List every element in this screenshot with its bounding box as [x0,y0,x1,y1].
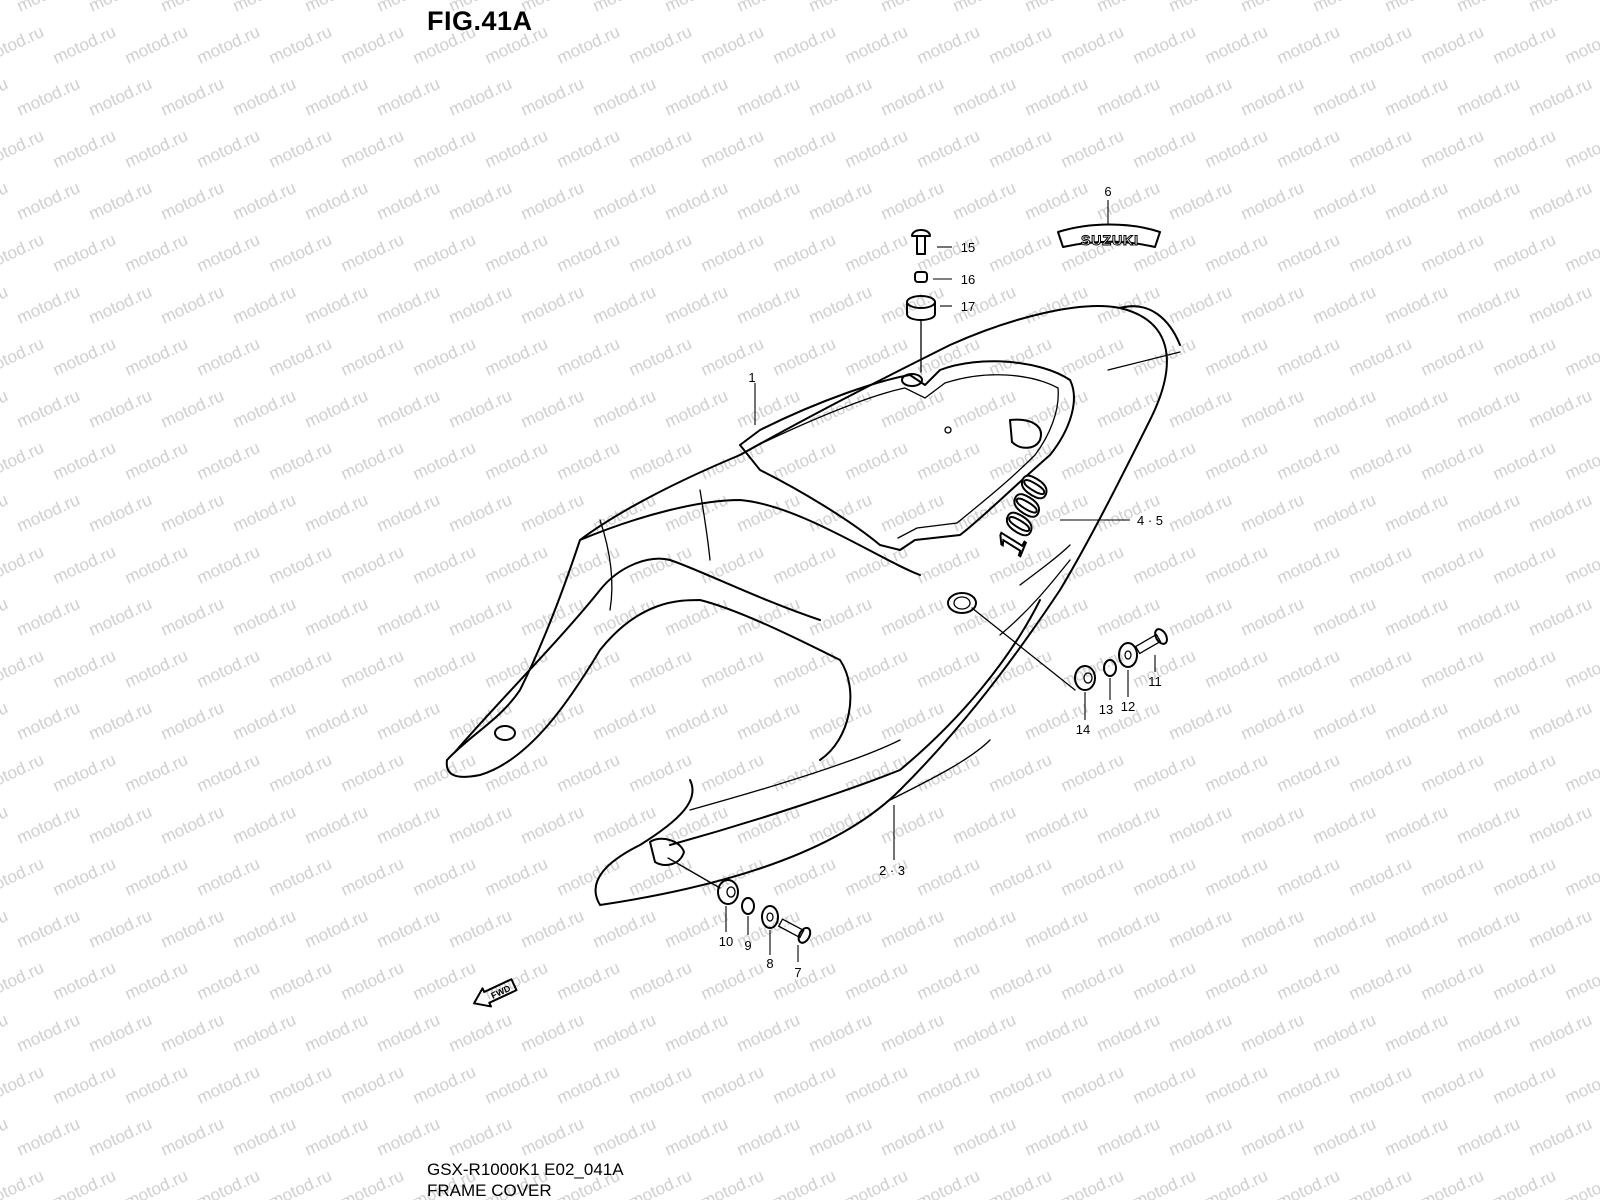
collar-9-part [741,897,755,915]
washer-16-part [914,271,928,283]
callout-12: 12 [1121,699,1135,714]
figure-title: FIG.41A [427,6,533,36]
model-number-decal-text: 1000 [987,469,1059,560]
callout-15: 15 [961,240,975,255]
forward-direction-arrow: FWD [473,978,518,1008]
callout-17: 17 [961,299,975,314]
callout-13: 13 [1099,702,1113,717]
callout-1: 1 [748,370,755,385]
screw-15-part [911,229,931,255]
callout-2-3: 2 · 3 [879,863,905,878]
callout-6: 6 [1104,184,1111,199]
suzuki-emblem-part: SUZUKI [1057,223,1161,249]
callout-4-5: 4 · 5 [1137,513,1163,528]
grommet-14-part [1074,665,1096,691]
tail-cowl-part [445,305,1181,906]
model-number-decal: 1000 [986,468,1060,561]
callout-10: 10 [719,934,733,949]
bolt-7-part [777,918,812,944]
grommet-17-part [906,295,936,321]
callout-labels: 1 2 · 3 4 · 5 6 7 8 9 10 11 12 13 14 15 … [719,184,1163,980]
leader-lines [725,200,1156,962]
grommet-10-part [717,879,739,905]
callout-9: 9 [744,938,751,953]
washer-8-part [761,905,779,929]
collar-13-part [1103,659,1117,677]
callout-8: 8 [766,956,773,971]
model-code-caption: GSX-R1000K1 E02_041A [427,1160,624,1179]
figure-name-caption: FRAME COVER [427,1181,552,1200]
callout-11: 11 [1148,674,1162,689]
washer-12-part [1118,642,1138,668]
bolt-11-part [1134,628,1168,655]
callout-16: 16 [961,272,975,287]
suzuki-emblem-text: SUZUKI [1081,232,1139,248]
callout-7: 7 [794,965,801,980]
callout-14: 14 [1076,722,1090,737]
